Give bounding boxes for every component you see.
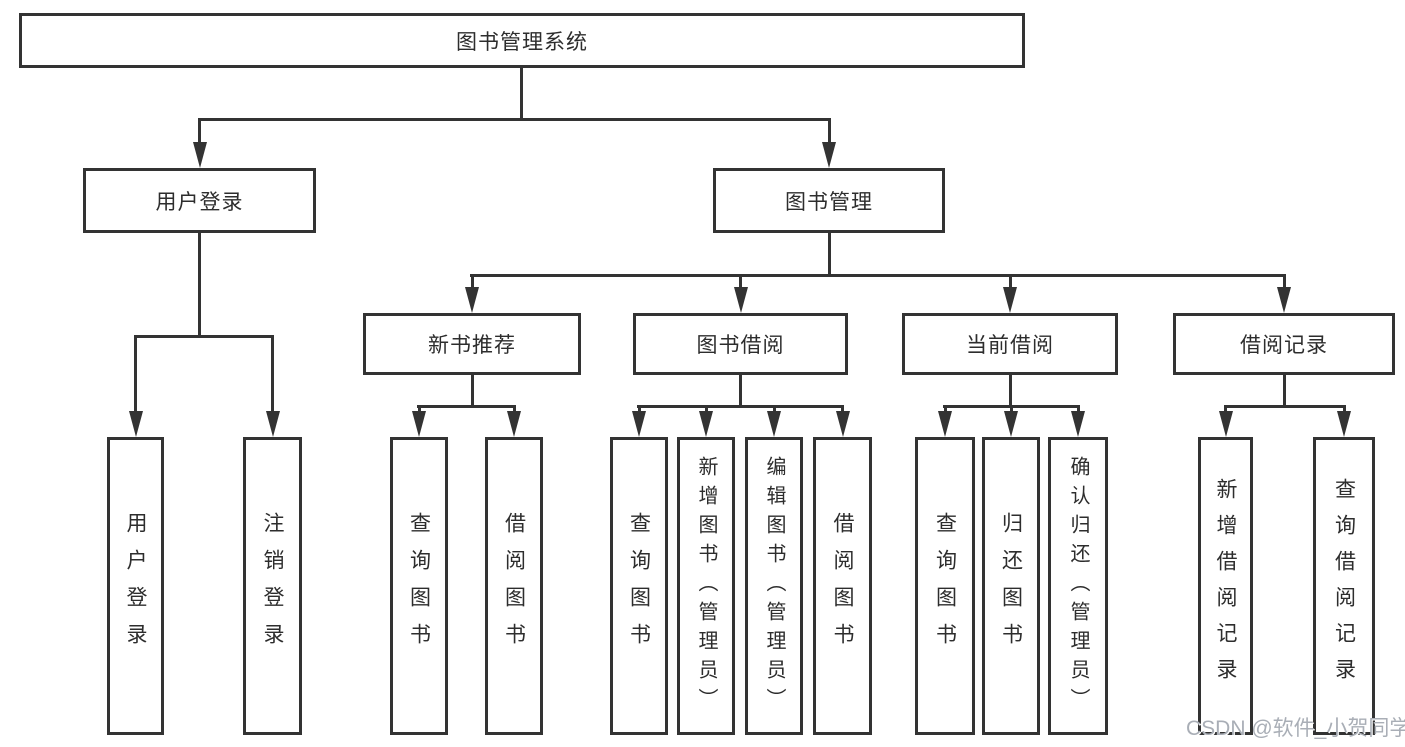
connector-line (417, 405, 516, 408)
node-current-borrowing-label: 当前借阅 (966, 334, 1054, 357)
arrow-down-icon (1219, 411, 1233, 437)
leaf-borrow-books-borrowing: 借阅图书 (813, 437, 872, 735)
connector-line (520, 68, 523, 121)
leaf-query-books-borrowing-label: 查询图书 (627, 512, 651, 660)
connector-line (705, 405, 708, 413)
node-new-book-recommendation: 新书推荐 (363, 313, 581, 375)
connector-line (944, 405, 947, 413)
leaf-user-login-label: 用户登录 (124, 512, 147, 660)
arrow-down-icon (507, 411, 521, 437)
leaf-borrow-books-borrowing-label: 借阅图书 (831, 512, 854, 660)
connector-line (1009, 274, 1012, 289)
node-book-borrowing: 图书借阅 (633, 313, 848, 375)
leaf-add-book-admin-label: 新增图书（管理员） (695, 455, 717, 717)
arrow-down-icon (734, 287, 748, 313)
connector-line (198, 118, 831, 121)
connector-line (1224, 405, 1227, 413)
leaf-edit-book-admin: 编辑图书（管理员） (745, 437, 803, 735)
arrow-down-icon (412, 411, 426, 437)
leaf-query-books-current: 查询图书 (915, 437, 975, 735)
node-book-management: 图书管理 (713, 168, 945, 233)
leaf-query-borrow-record: 查询借阅记录 (1313, 437, 1375, 735)
connector-line (198, 118, 201, 148)
node-library-system: 图书管理系统 (19, 13, 1025, 68)
arrow-down-icon (767, 411, 781, 437)
connector-line (1283, 274, 1286, 289)
leaf-query-borrow-record-label: 查询借阅记录 (1332, 478, 1356, 694)
arrow-down-icon (632, 411, 646, 437)
leaf-borrow-books-recommend: 借阅图书 (485, 437, 543, 735)
connector-line (828, 233, 831, 276)
connector-line (1224, 405, 1346, 408)
connector-line (471, 274, 474, 289)
connector-line (470, 274, 1285, 277)
arrow-down-icon (1003, 287, 1017, 313)
leaf-confirm-return-admin-label: 确认归还（管理员） (1067, 455, 1089, 717)
connector-line (773, 405, 776, 413)
leaf-return-books-label: 归还图书 (999, 512, 1023, 660)
node-new-book-recommendation-label: 新书推荐 (428, 334, 516, 357)
arrow-down-icon (822, 142, 836, 168)
connector-line (739, 274, 742, 289)
arrow-down-icon (699, 411, 713, 437)
connector-line (828, 118, 831, 148)
arrow-down-icon (938, 411, 952, 437)
leaf-query-books-recommend-label: 查询图书 (407, 512, 431, 660)
node-library-system-label: 图书管理系统 (456, 30, 588, 54)
node-book-borrowing-label: 图书借阅 (696, 334, 785, 357)
node-borrowing-records-label: 借阅记录 (1240, 334, 1328, 357)
connector-line (841, 405, 844, 413)
connector-line (1343, 405, 1346, 413)
leaf-query-books-current-label: 查询图书 (933, 512, 957, 660)
connector-line (637, 405, 844, 408)
leaf-query-books-borrowing: 查询图书 (610, 437, 668, 735)
connector-line (271, 335, 274, 417)
leaf-return-books: 归还图书 (982, 437, 1040, 735)
connector-line (418, 405, 421, 413)
node-user-login-label: 用户登录 (155, 190, 244, 214)
node-current-borrowing: 当前借阅 (902, 313, 1118, 375)
arrow-down-icon (465, 287, 479, 313)
node-user-login: 用户登录 (83, 168, 316, 233)
arrow-down-icon (1071, 411, 1085, 437)
csdn-watermark: CSDN @软件_小贺同学 (1186, 717, 1405, 740)
arrow-down-icon (1337, 411, 1351, 437)
arrow-down-icon (193, 142, 207, 168)
arrow-down-icon (1004, 411, 1018, 437)
leaf-confirm-return-admin: 确认归还（管理员） (1048, 437, 1108, 735)
connector-line (513, 405, 516, 413)
node-borrowing-records: 借阅记录 (1173, 313, 1395, 375)
leaf-add-borrow-record: 新增借阅记录 (1198, 437, 1253, 735)
leaf-edit-book-admin-label: 编辑图书（管理员） (763, 455, 785, 717)
connector-line (134, 335, 274, 338)
leaf-borrow-books-recommend-label: 借阅图书 (502, 512, 526, 660)
arrow-down-icon (266, 411, 280, 437)
arrow-down-icon (836, 411, 850, 437)
connector-line (471, 375, 474, 406)
leaf-logout-label: 注销登录 (261, 512, 284, 660)
leaf-user-login: 用户登录 (107, 437, 164, 735)
connector-line (739, 375, 742, 406)
leaf-logout: 注销登录 (243, 437, 302, 735)
connector-line (1010, 405, 1013, 413)
leaf-add-borrow-record-label: 新增借阅记录 (1214, 478, 1237, 694)
connector-line (134, 335, 137, 417)
connector-line (1009, 375, 1012, 406)
connector-line (1077, 405, 1080, 413)
connector-line (1283, 375, 1286, 406)
connector-line (198, 233, 201, 337)
leaf-add-book-admin: 新增图书（管理员） (677, 437, 735, 735)
arrow-down-icon (1277, 287, 1291, 313)
connector-line (638, 405, 641, 413)
leaf-query-books-recommend: 查询图书 (390, 437, 448, 735)
arrow-down-icon (129, 411, 143, 437)
node-book-management-label: 图书管理 (785, 190, 873, 214)
